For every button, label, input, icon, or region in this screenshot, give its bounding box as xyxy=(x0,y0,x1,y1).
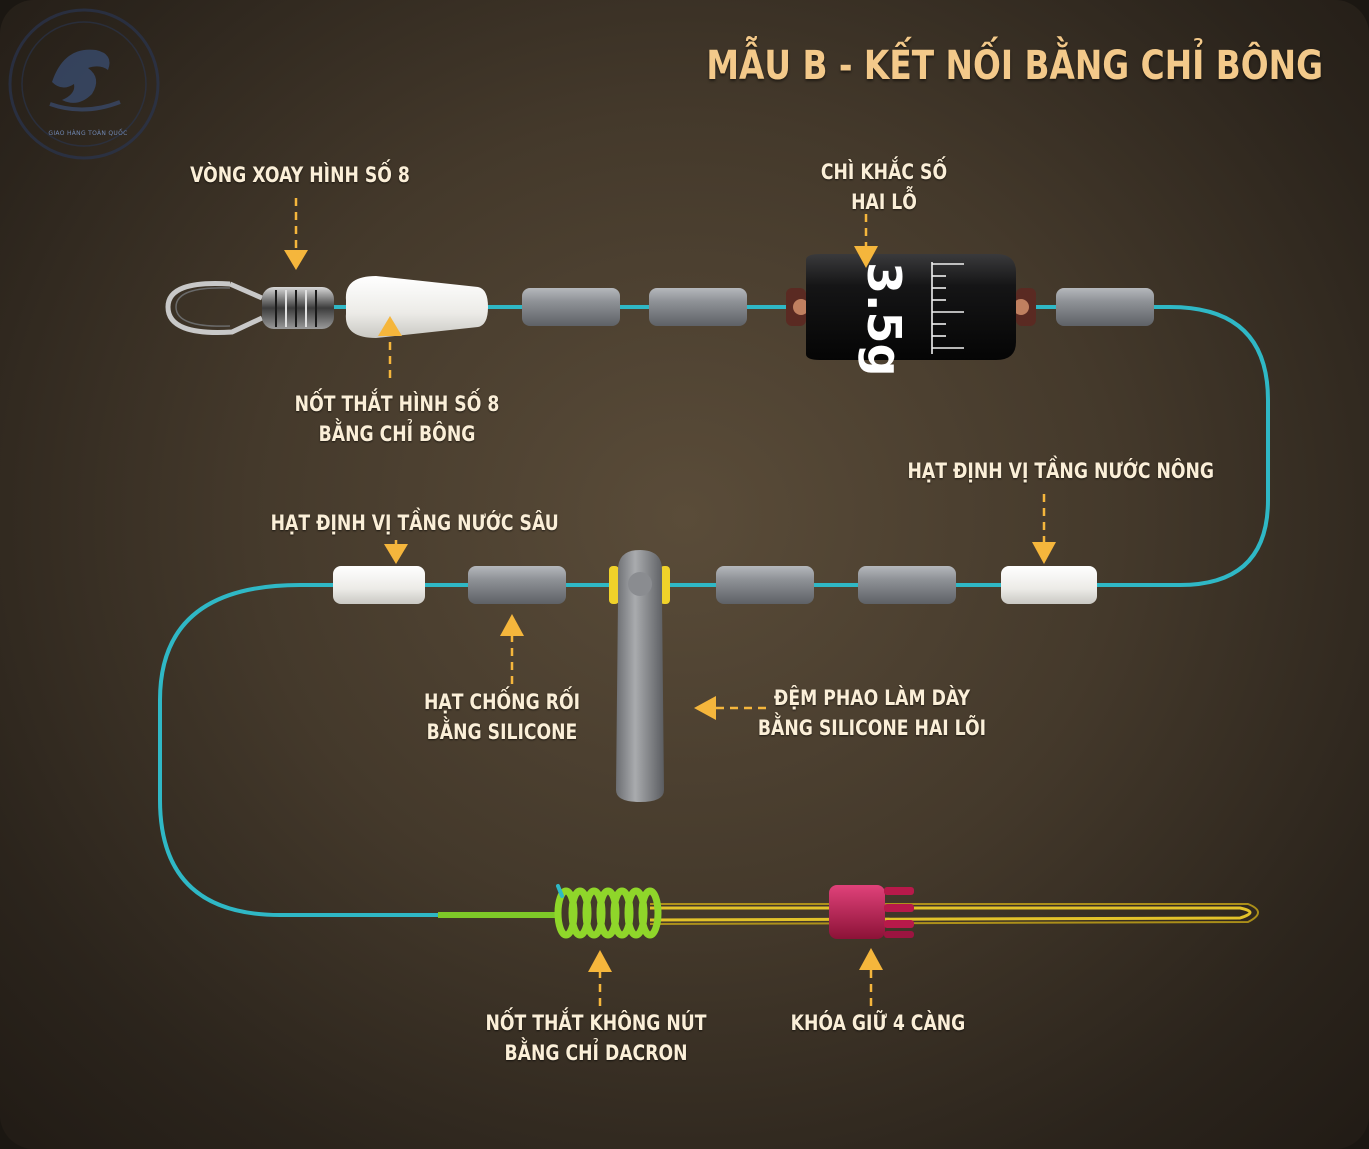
shallow-water-stopper-bead xyxy=(1001,566,1097,604)
arrowhead-icon xyxy=(854,246,878,268)
brand-logo: GIAO HÀNG TOÀN QUỐC xyxy=(4,4,164,164)
label-float-pad: ĐỆM PHAO LÀM DÀY BẰNG SILICONE HAI LÕI xyxy=(757,686,987,740)
float-pad xyxy=(609,550,670,802)
engraved-sinker: 3.5g xyxy=(786,254,1036,376)
arrowhead-icon xyxy=(284,250,308,270)
logo-tagline: GIAO HÀNG TOÀN QUỐC xyxy=(48,130,128,137)
label-deep-bead: HẠT ĐỊNH VỊ TẦNG NƯỚC SÂU xyxy=(270,511,559,535)
label-lock: KHÓA GIỮ 4 CÀNG xyxy=(790,1011,966,1035)
label-silicone-bead: HẠT CHỐNG RỐI BẰNG SILICONE xyxy=(423,690,581,744)
swivel-barrel xyxy=(262,287,334,329)
grey-bead xyxy=(649,288,747,326)
grey-bead xyxy=(858,566,956,604)
arrowhead-icon xyxy=(859,948,883,970)
deep-water-stopper-bead xyxy=(333,566,425,604)
arrowhead-icon xyxy=(500,614,524,636)
label-dacron-knot: NỐT THẮT KHÔNG NÚT BẰNG CHỈ DACRON xyxy=(485,1011,707,1065)
arrowhead-icon xyxy=(694,696,716,720)
swivel-ring xyxy=(165,281,264,335)
knot-cone xyxy=(345,276,488,338)
silicone-anti-tangle-bead xyxy=(468,566,566,604)
grey-bead xyxy=(1056,288,1154,326)
label-shallow-bead: HẠT ĐỊNH VỊ TẦNG NƯỚC NÔNG xyxy=(907,459,1215,483)
label-swivel: VÒNG XOAY HÌNH SỐ 8 xyxy=(190,163,410,187)
grey-bead xyxy=(716,566,814,604)
arrowhead-icon xyxy=(378,316,402,336)
arrowhead-icon xyxy=(384,544,408,564)
grey-bead xyxy=(522,288,620,326)
diagram-title: MẪU B - KẾT NỐI BẰNG CHỈ BÔNG xyxy=(706,43,1323,89)
fish-logo-icon xyxy=(8,8,160,160)
dacron-knot-coil xyxy=(554,884,662,939)
arrowhead-icon xyxy=(1032,542,1056,564)
arrowhead-icon xyxy=(588,950,612,972)
sinker-weight-label: 3.5g xyxy=(857,262,911,376)
main-line xyxy=(158,305,1270,917)
label-sinker: CHÌ KHẮC SỐ HAI LỖ xyxy=(820,160,948,214)
four-prong-lock xyxy=(829,885,914,939)
leader-loop xyxy=(649,906,1252,922)
label-knot8: NỐT THẮT HÌNH SỐ 8 BẰNG CHỈ BÔNG xyxy=(294,392,500,446)
